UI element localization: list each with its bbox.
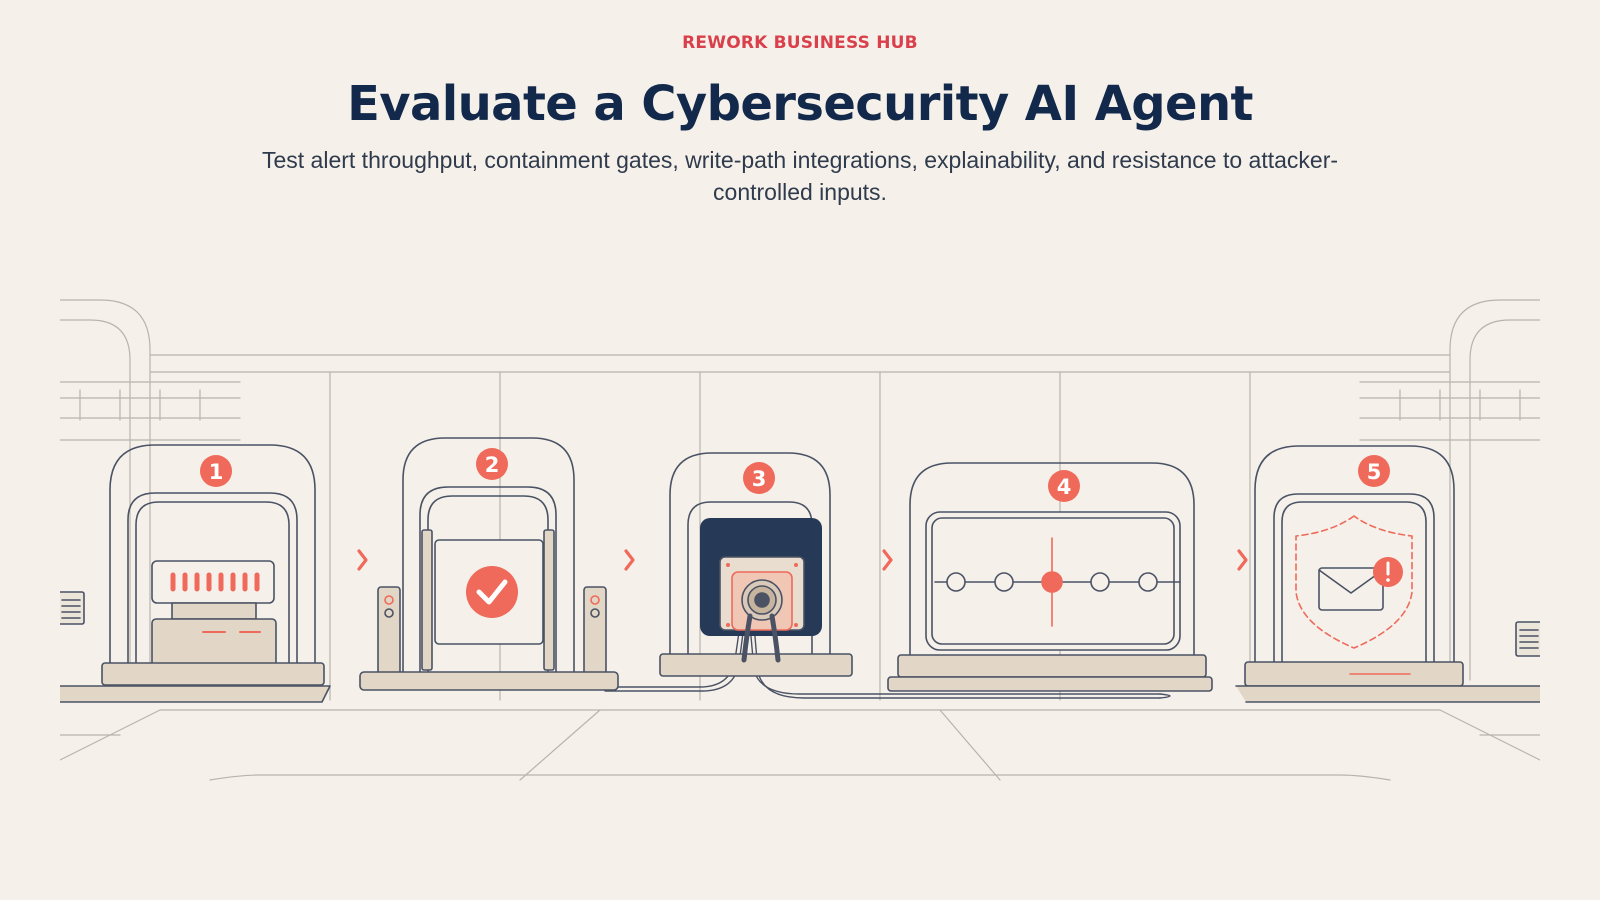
station-1 — [60, 444, 331, 703]
chevron-right-icon — [882, 549, 893, 571]
vent-left-icon — [60, 591, 85, 625]
step-number-3: 3 — [752, 467, 767, 491]
step-badge-4 — [1048, 470, 1080, 502]
step-badge-2 — [476, 448, 508, 480]
step-number-5: 5 — [1367, 460, 1382, 484]
vent-right-icon — [1515, 621, 1540, 657]
step-badge-3 — [743, 462, 775, 494]
station-3 — [659, 452, 853, 677]
background-structure — [60, 299, 1540, 781]
page-title: Evaluate a Cybersecurity AI Agent — [347, 76, 1253, 132]
alert-bars-icon — [170, 572, 260, 592]
shield-mail-alert-icon — [1295, 515, 1413, 649]
chevron-right-icon — [624, 549, 635, 571]
step-number-1: 1 — [209, 460, 224, 484]
page-subtitle: Test alert throughput, containment gates… — [261, 147, 1339, 205]
checkmark-icon — [466, 566, 518, 618]
station-5 — [1235, 445, 1540, 703]
pipeline-illustration: 1 2 3 4 5 — [60, 280, 1540, 820]
step-badge-1 — [200, 455, 232, 487]
timeline-icon — [934, 537, 1181, 627]
chevron-right-icon — [357, 549, 368, 571]
cable-plug-icon — [741, 613, 781, 663]
step-number-4: 4 — [1057, 475, 1072, 499]
step-number-2: 2 — [485, 453, 500, 477]
chevron-right-icon — [1237, 549, 1248, 571]
step-badge-5 — [1358, 455, 1390, 487]
eyebrow-label: REWORK BUSINESS HUB — [682, 33, 918, 53]
